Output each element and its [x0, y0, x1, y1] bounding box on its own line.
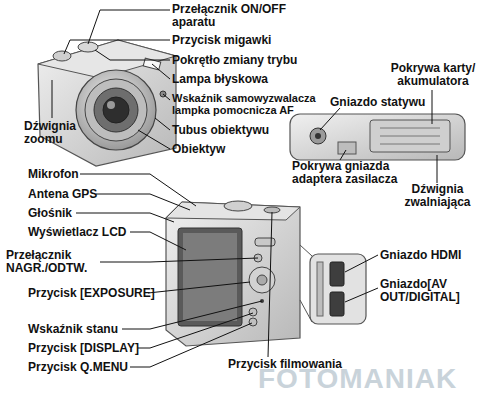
port-inset: [300, 245, 366, 324]
back-camera: [166, 201, 300, 346]
part-label: Gniazdo HDMI: [380, 249, 461, 262]
part-label: Pokrętło zmiany trybu: [172, 54, 297, 67]
part-label: Głośnik: [28, 207, 72, 220]
part-label: Przycisk [EXPOSURE]: [28, 287, 155, 300]
part-label: Przycisk migawki: [172, 34, 271, 47]
part-label: Tubus obiektywu: [172, 124, 269, 137]
front-camera: [38, 40, 176, 166]
part-label: Pokrywa karty/ akumulatora: [378, 62, 488, 88]
leader-lines: [52, 10, 437, 367]
part-label: Przełącznik ON/OFF aparatu: [172, 3, 302, 29]
part-label: Wskaźnik stanu: [28, 323, 118, 336]
part-label: Gniazdo statywu: [330, 96, 425, 109]
bottom-view: [290, 114, 465, 160]
part-label: Lampa błyskowa: [172, 73, 268, 86]
watermark: FOTOMANIAK: [258, 364, 457, 393]
part-label: Gniazdo[AV OUT/DIGITAL]: [380, 278, 480, 304]
part-label: Wskaźnik samowyzwalacza lampka pomocnicz…: [172, 92, 327, 116]
part-label: Pokrywa gniazda adaptera zasilacza: [292, 160, 417, 186]
part-label: Obiektyw: [172, 143, 225, 156]
part-label: Wyświetlacz LCD: [28, 226, 126, 239]
part-label: Przełącznik NAGR./ODTW.: [6, 249, 98, 275]
part-label: Przycisk Q.MENU: [28, 361, 128, 374]
part-label: Mikrofon: [28, 168, 79, 181]
part-label: Dźwignia zoomu: [24, 120, 90, 146]
part-label: Dźwignia zwalniająca: [390, 183, 485, 209]
part-label: Antena GPS: [28, 188, 97, 201]
part-label: Przycisk [DISPLAY]: [28, 342, 139, 355]
